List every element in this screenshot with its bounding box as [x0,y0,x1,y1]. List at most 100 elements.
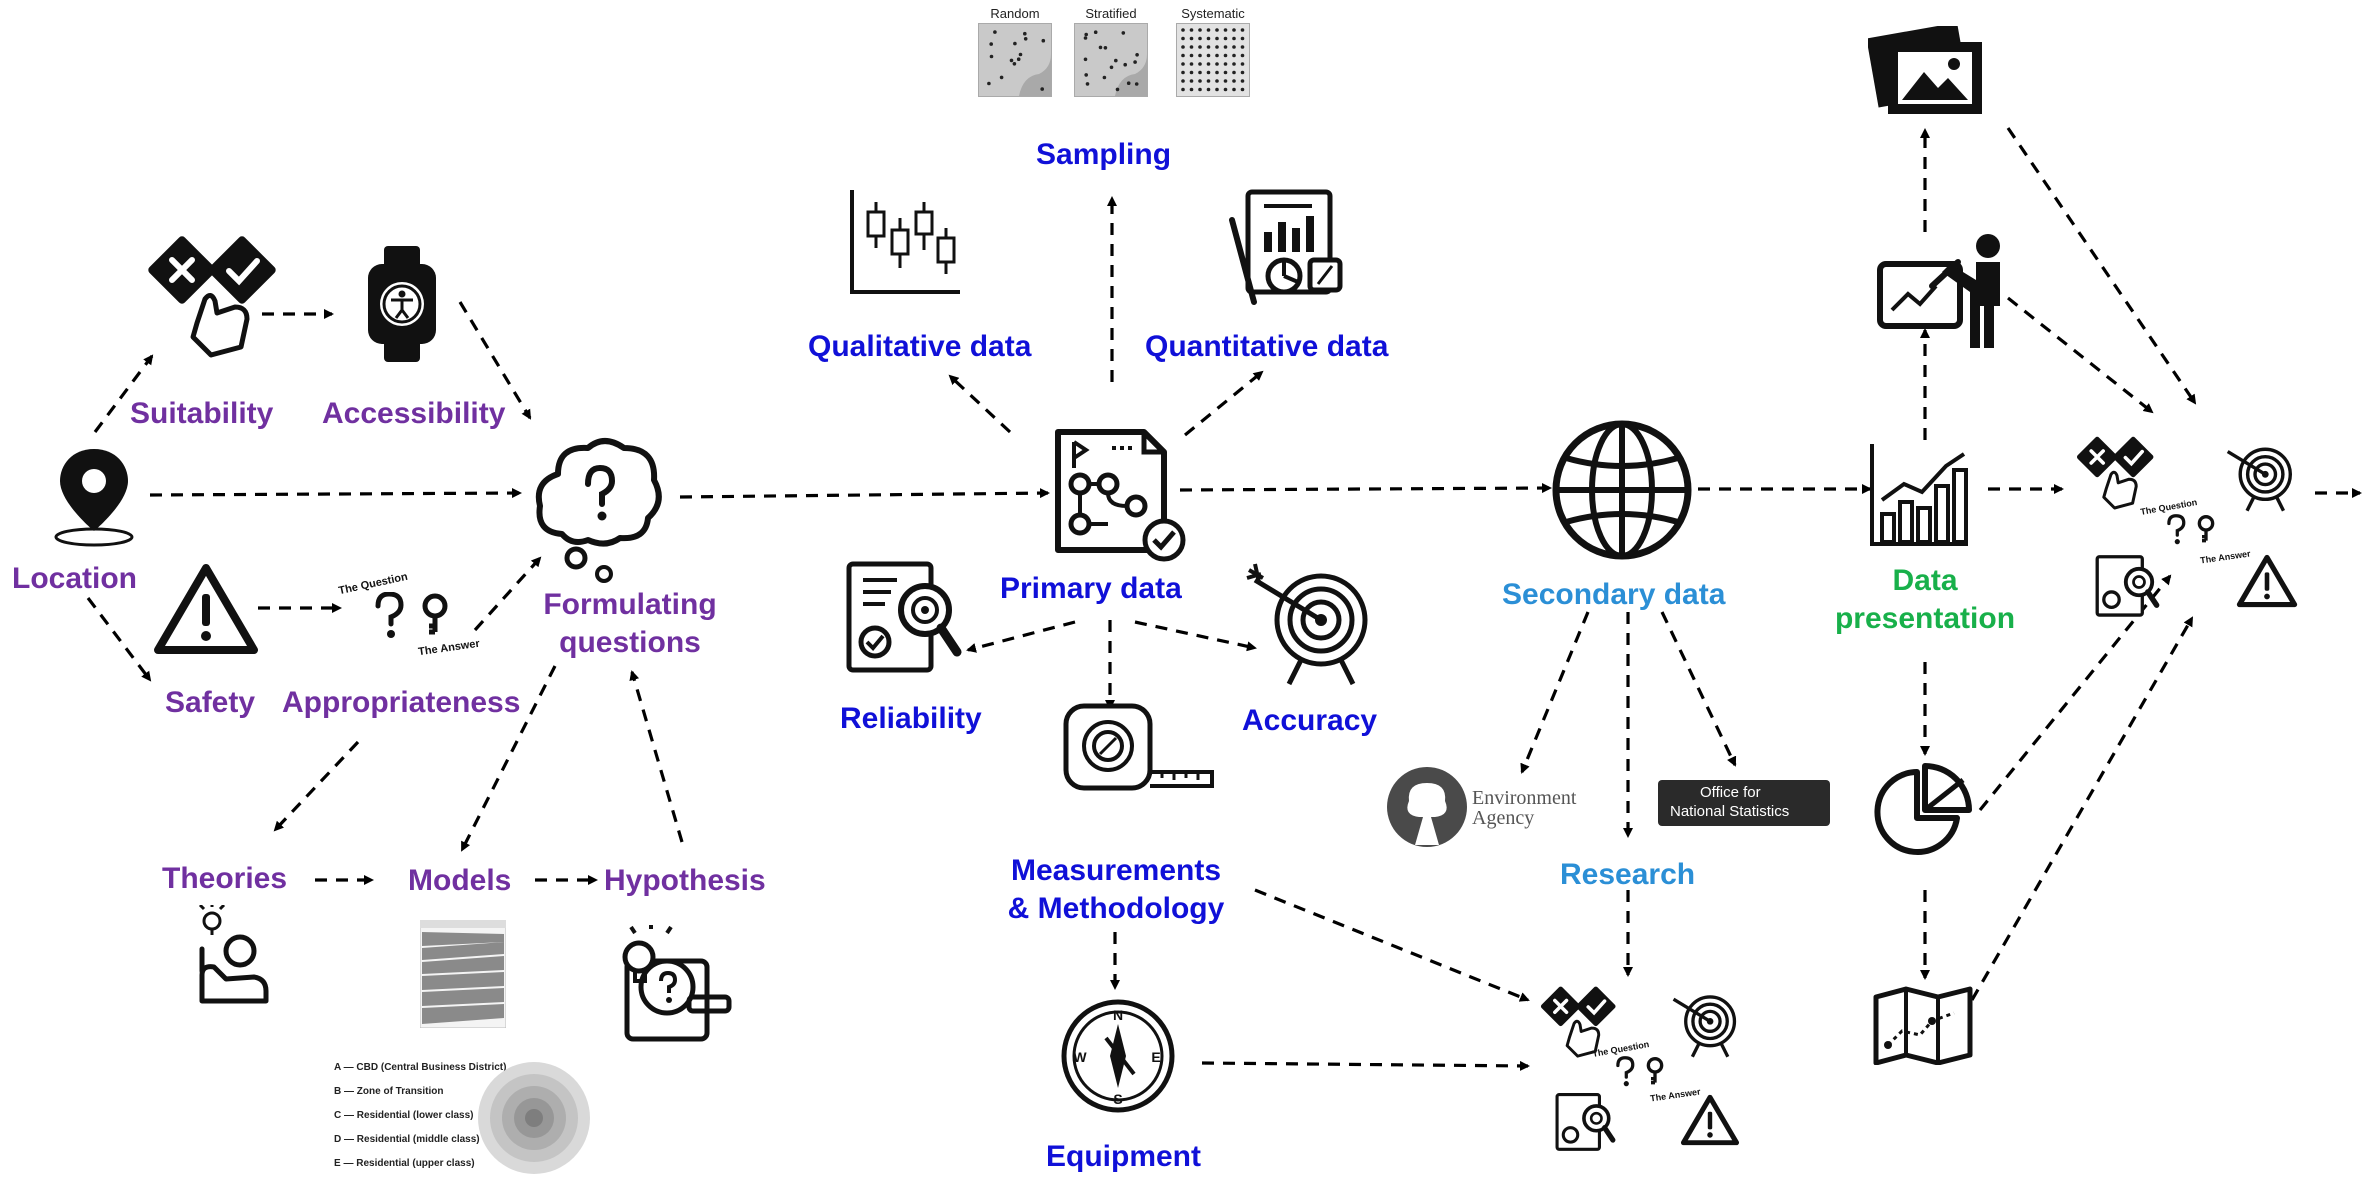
smartwatch-accessibility-icon [368,246,436,362]
label-models: Models [408,864,512,897]
warning-triangle-icon [154,564,258,654]
label-suitability: Suitability [130,397,274,430]
research-question-mark-icon [1616,1056,1635,1087]
sample-point [1114,58,1118,63]
sample-point [1189,70,1194,75]
sample-point [1206,45,1211,49]
sampling-stratified-thumbnail: Stratified [1074,6,1148,97]
sample-point [1223,79,1228,83]
presenter-drawing-icon [1877,234,2000,348]
sample-point [987,81,991,86]
sample-point [1215,70,1219,75]
sample-point [1198,36,1202,41]
sample-point [1223,62,1228,66]
sampling-dots [987,30,1051,96]
sample-point [1181,53,1185,58]
flowchart-document-icon [1055,429,1186,562]
zone-letter-e: E [334,1158,341,1169]
sample-point [1012,62,1017,66]
arrow-hypothesis-formulating [629,670,684,843]
label-measurements-line-2: & Methodology [1007,891,1225,925]
globe-icon [1552,420,1692,560]
sample-point [1215,62,1219,66]
arrow-appropriateness-formulating [473,556,542,632]
pictures-gallery-icon [1868,26,1982,114]
label-appropriateness: Appropriateness [282,686,521,719]
sample-point [1240,70,1245,75]
box-plot-icon [850,190,960,294]
sample-point [1018,52,1023,57]
svg-text:S: S [1113,1091,1122,1107]
sample-point [1206,70,1211,75]
arrow-measurements-research-cluster [1254,888,1530,1002]
sample-point [1181,62,1185,66]
sample-point [1181,28,1185,32]
concentric-zones-icon [478,1062,590,1174]
sample-point [1215,28,1219,32]
sample-point [1109,65,1114,70]
arrow-primary-secondary [1179,483,1552,494]
sample-point [1181,36,1185,41]
zone-letter-a: A [334,1062,341,1073]
zone-c-label: Residential (lower class) [356,1110,474,1121]
sample-point [1240,87,1245,92]
label-accessibility: Accessibility [322,397,506,430]
sample-point [1115,87,1120,92]
sample-point [1240,28,1245,32]
research-report-magnifier-icon [1555,1093,1616,1151]
sample-point [1240,62,1245,66]
report-magnifier-icon [846,561,962,673]
target-arrow-icon [1246,563,1368,686]
label-secondary-data: Secondary data [1502,578,1726,611]
sample-point [1083,36,1088,40]
environment-agency-line-1: Environment [1472,787,1577,809]
sample-point [1103,46,1108,50]
sample-point [1240,45,1245,49]
sample-point [1134,82,1139,86]
sample-point [1223,45,1228,49]
label-formulating-questions: Formulating questions [530,586,730,661]
sample-point [1198,53,1202,58]
sample-point [1181,45,1185,49]
question-mark-icon [375,592,404,638]
environment-agency-logo-text: Environment Agency [1472,788,1576,828]
sample-point [993,30,997,34]
sample-point [1198,28,1202,32]
arrow-location-suitability [93,354,154,433]
sample-point [1121,31,1126,35]
sample-point [1206,87,1211,92]
zone-letter-c: C [334,1110,342,1121]
label-hypothesis: Hypothesis [604,864,766,897]
sample-point [1215,53,1219,58]
arrow-location-formulating [149,488,522,499]
sample-point [1040,87,1044,91]
label-measurements-line-1: Measurements [1010,854,1222,887]
sample-point [1189,79,1194,83]
arrow-primary-quantitative [1183,370,1264,437]
ons-logo-line-2: National Statistics [1670,802,1790,820]
sample-point [1232,36,1236,41]
svg-text:W: W [1073,1049,1087,1065]
arrow-formulating-models [460,665,557,852]
sample-point [1206,28,1211,32]
label-formulating-line-2: questions [559,625,701,659]
arrow-primary-qualitative [948,374,1012,434]
location-pin-icon [54,449,134,547]
sample-point [1223,53,1228,58]
sample-point [1102,75,1107,80]
sampling-dots [1181,28,1245,92]
environment-agency-line-2: Agency [1472,807,1535,829]
sample-point [1232,62,1236,66]
ons-logo: Office for National Statistics [1658,780,1830,826]
label-reliability: Reliability [840,702,982,735]
sample-point [1198,79,1202,83]
sampling-dots [1083,30,1147,96]
sample-point [1181,87,1185,92]
sample-point [1189,87,1194,92]
sample-point [1023,37,1028,41]
environment-agency-logo-mark [1387,767,1467,847]
label-safety: Safety [165,686,256,719]
check-cross-hand-icon [148,236,276,358]
arrow-primary-reliability [966,620,1076,653]
sampling-systematic-thumbnail: Systematic [1176,6,1250,97]
